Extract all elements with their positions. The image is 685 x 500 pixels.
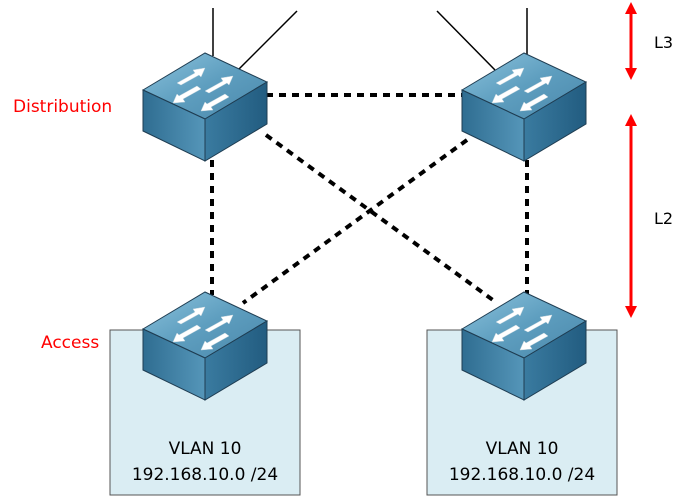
- switch-distribution-left[interactable]: [142, 52, 268, 162]
- subnet-right-vlan: VLAN 10: [486, 439, 559, 459]
- l2-links: [210, 93, 529, 305]
- switch-distribution-right[interactable]: [461, 52, 587, 162]
- subnet-right-network: 192.168.10.0 /24: [449, 465, 595, 485]
- access-label: Access: [41, 333, 99, 353]
- subnet-left-network: 192.168.10.0 /24: [132, 465, 278, 485]
- l3-label: L3: [654, 33, 673, 52]
- subnet-left-vlan: VLAN 10: [169, 439, 242, 459]
- uplinks: [212, 8, 528, 72]
- link-dist-right-access-left: [241, 138, 469, 305]
- link-dist-left-access-right: [264, 133, 499, 305]
- l2-label: L2: [654, 209, 673, 228]
- distribution-label: Distribution: [13, 97, 112, 117]
- uplink-dist-right-diagonal: [436, 10, 496, 71]
- uplink-dist-left-diagonal: [236, 10, 298, 72]
